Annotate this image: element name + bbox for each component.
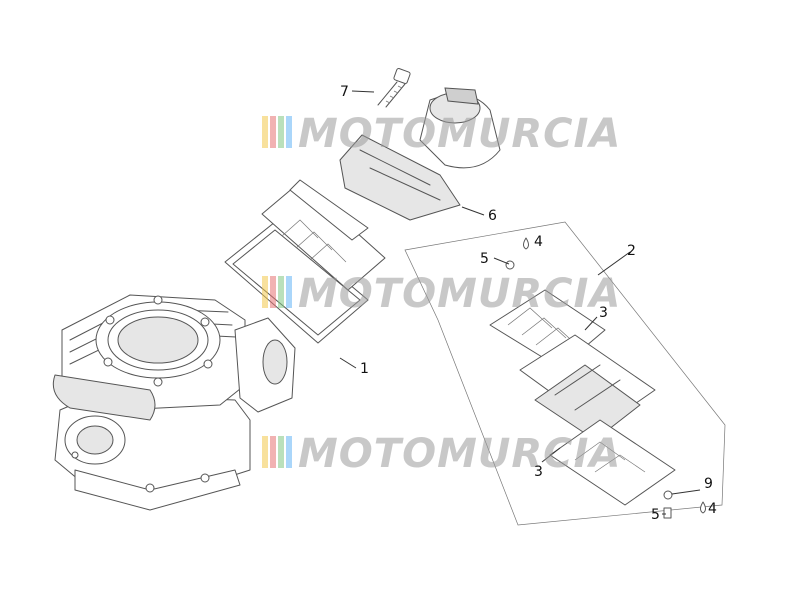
callout-part-4-top: 4 xyxy=(534,234,543,250)
watermark-top: MOTOMURCIA xyxy=(262,111,621,157)
reed-valve-subassembly xyxy=(404,221,726,526)
callout-part-3-bottom: 3 xyxy=(534,464,543,480)
callout-part-6: 6 xyxy=(488,208,497,224)
reed-block-assembly xyxy=(224,68,501,344)
callout-part-4-bottom: 4 xyxy=(708,501,717,517)
watermark-text: MOTOMURCIA xyxy=(298,111,621,157)
watermark-middle: MOTOMURCIA xyxy=(262,271,621,317)
callout-part-5-bottom: 5 xyxy=(651,507,660,523)
leader-lines xyxy=(339,90,701,515)
callout-part-5-top: 5 xyxy=(480,251,489,267)
watermark-text: MOTOMURCIA xyxy=(298,271,621,317)
callout-part-2: 2 xyxy=(627,243,636,259)
callout-labels: 7 6 2 4 5 3 1 3 9 5 4 xyxy=(340,84,717,523)
watermark-bottom: MOTOMURCIA xyxy=(262,431,621,477)
callout-part-1: 1 xyxy=(360,361,369,377)
watermark-text: MOTOMURCIA xyxy=(298,431,621,477)
callout-part-9: 9 xyxy=(704,476,713,492)
callout-part-3-top: 3 xyxy=(599,305,608,321)
callout-part-7: 7 xyxy=(340,84,349,100)
cylinder-drawing xyxy=(52,294,296,511)
